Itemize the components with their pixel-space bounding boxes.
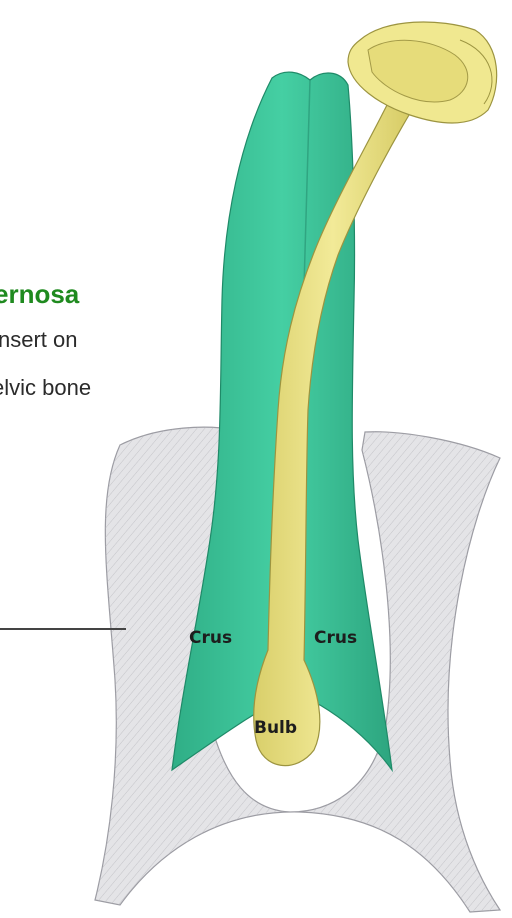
bulb-label: Bulb — [254, 718, 297, 738]
crus-left-label: Crus — [189, 628, 232, 648]
heading-label: ernosa — [0, 279, 79, 310]
description-line-1: nsert on — [0, 327, 78, 353]
description-line-2: elvic bone — [0, 375, 91, 401]
crus-right-label: Crus — [314, 628, 357, 648]
